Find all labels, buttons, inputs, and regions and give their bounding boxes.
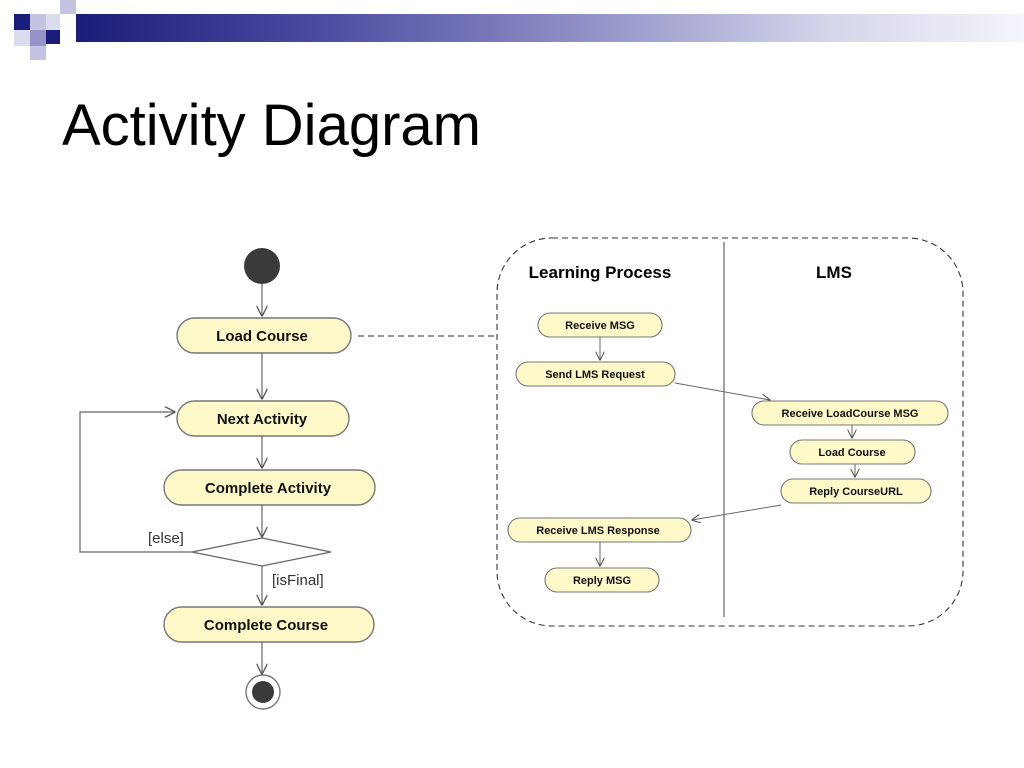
title-gradient-bar [76, 14, 1024, 42]
action-reply-msg: Reply MSG [544, 567, 660, 593]
action-label: Reply MSG [573, 575, 631, 587]
corner-square-dark [46, 30, 60, 44]
swimlane-lms-label: LMS [816, 263, 852, 282]
action-label: Next Activity [217, 411, 308, 428]
action-receive-msg: Receive MSG [537, 312, 663, 338]
action-label: Receive MSG [565, 320, 635, 332]
message-edge [674, 382, 770, 400]
action-label: Complete Activity [205, 480, 332, 497]
action-receive-loadcourse-msg: Receive LoadCourse MSG [751, 400, 949, 426]
corner-square-dark [14, 14, 30, 30]
guard-else: [else] [148, 530, 184, 547]
action-label: Load Course [818, 447, 885, 459]
action-load-course: Load Course [176, 317, 352, 354]
action-receive-lms-response: Receive LMS Response [507, 517, 692, 543]
corner-square-light [30, 46, 46, 60]
corner-square-mid [30, 30, 46, 46]
expansion-region [496, 237, 964, 627]
corner-square-light [30, 14, 46, 30]
corner-square-light [46, 14, 60, 30]
action-label: Complete Course [204, 617, 328, 634]
action-label: Receive LMS Response [536, 525, 660, 537]
initial-node [244, 248, 280, 284]
final-node [245, 674, 281, 710]
else-loop-edge [79, 412, 192, 553]
action-complete-activity: Complete Activity [163, 469, 376, 506]
decision-node [191, 537, 332, 567]
action-complete-course: Complete Course [163, 606, 375, 643]
action-label: Send LMS Request [545, 369, 645, 381]
corner-square-light [60, 0, 76, 14]
action-label: Reply CourseURL [809, 486, 903, 498]
action-send-lms-request: Send LMS Request [515, 361, 676, 387]
action-lms-load-course: Load Course [789, 439, 916, 465]
corner-square-light [14, 30, 30, 46]
action-reply-courseurl: Reply CourseURL [780, 478, 932, 504]
action-next-activity: Next Activity [176, 400, 350, 437]
page-title: Activity Diagram [62, 93, 481, 158]
action-label: Load Course [216, 328, 308, 345]
message-edge [692, 504, 782, 520]
guard-is-final: [isFinal] [272, 572, 324, 589]
swimlane-learning-process-label: Learning Process [529, 263, 672, 282]
action-label: Receive LoadCourse MSG [782, 408, 919, 420]
